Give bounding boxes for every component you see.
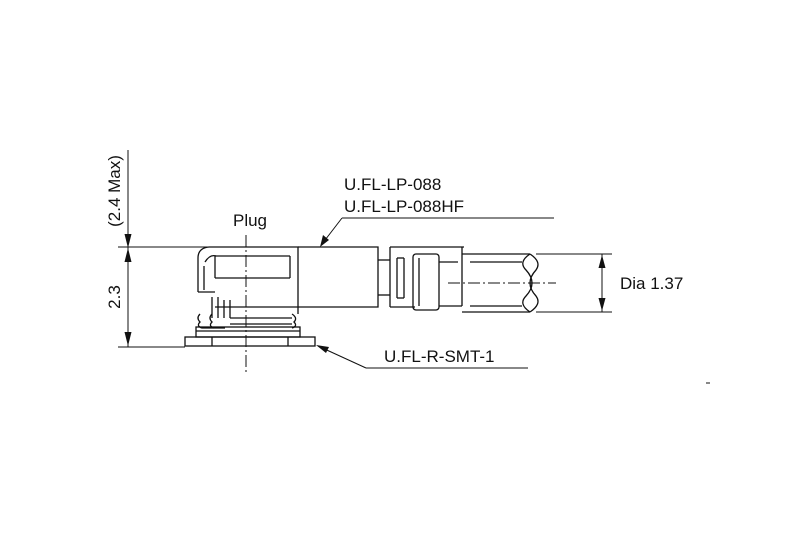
part-number-hf-label: U.FL-LP-088HF (344, 197, 464, 216)
height-label: 2.3 (105, 285, 124, 309)
max-height-label: (2.4 Max) (105, 155, 124, 227)
plug-label: Plug (233, 211, 267, 230)
cable-diameter-label: Dia 1.37 (620, 274, 683, 293)
receptacle-body (184, 326, 316, 347)
plug-barrel (298, 246, 464, 311)
diameter-dimension (536, 253, 612, 313)
cable (448, 253, 556, 313)
plug-body (197, 246, 299, 329)
plug-leader (320, 217, 554, 247)
receptacle-label: U.FL-R-SMT-1 (384, 347, 495, 366)
part-number-label: U.FL-LP-088 (344, 175, 441, 194)
receptacle-leader (316, 345, 528, 369)
